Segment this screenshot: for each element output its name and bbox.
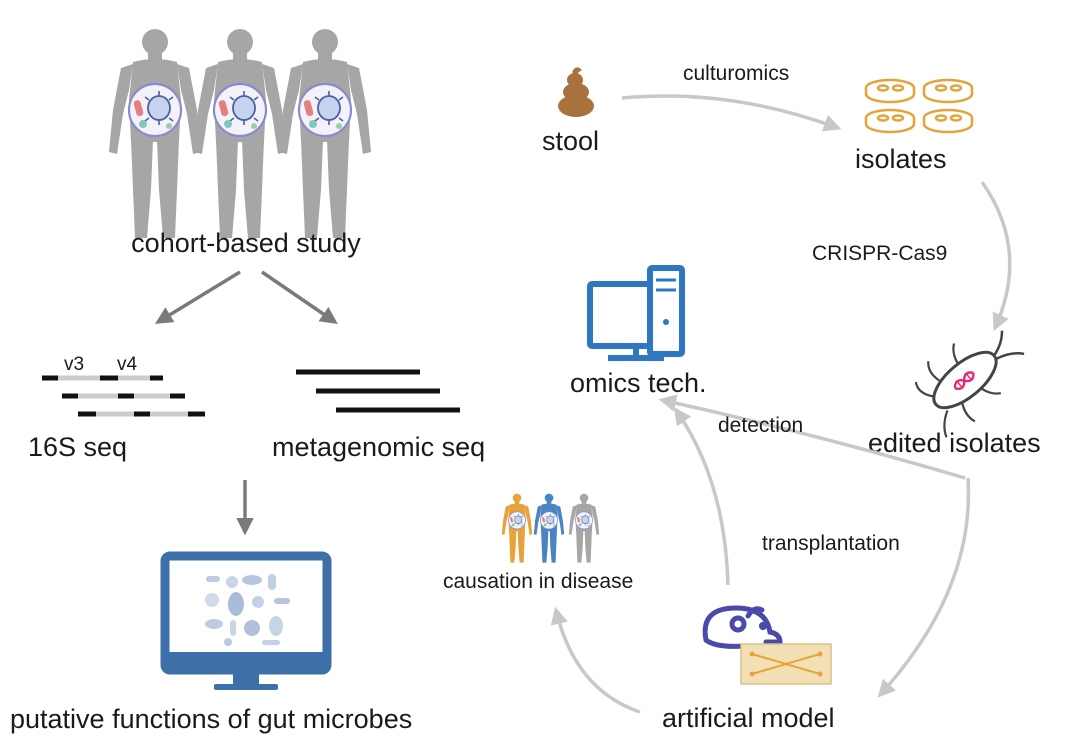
arrow-crispr	[980, 180, 1012, 332]
omics-tech-label: omics tech.	[570, 368, 707, 398]
v4-label: v4	[117, 354, 138, 375]
cohort-humans-group	[109, 29, 371, 238]
crispr-label: CRISPR-Cas9	[812, 242, 947, 265]
human-icon-orange	[501, 493, 533, 563]
16s-seq-label: 16S seq	[28, 432, 127, 462]
petri-dishes-icon	[864, 78, 974, 134]
metagenomic-reads-icon	[296, 369, 460, 413]
human-icon-3	[279, 29, 371, 238]
cohort-study-label: cohort-based study	[131, 228, 361, 258]
causation-humans-group	[501, 493, 600, 563]
16s-reads-icon	[42, 375, 205, 417]
monitor-icon	[160, 551, 332, 690]
stool-label: stool	[542, 126, 599, 156]
edited-isolates-label: edited isolates	[868, 428, 1041, 458]
human-icon-gray	[568, 493, 600, 563]
microbes-cluster-icon	[205, 574, 290, 646]
arrow-detection	[658, 394, 966, 480]
arrow-transplantation	[877, 477, 971, 698]
artificial-model-label: artificial model	[662, 703, 835, 733]
v3-label: v3	[64, 354, 84, 375]
organ-chip-icon	[740, 643, 832, 685]
causation-label: causation in disease	[443, 570, 633, 593]
arrow-to-16s	[155, 270, 241, 324]
mouse-icon	[702, 605, 783, 649]
culturomics-label: culturomics	[683, 62, 789, 85]
arrow-to-metagenomic	[261, 270, 338, 324]
transplantation-label: transplantation	[762, 532, 900, 555]
edited-bacterium-icon	[914, 330, 1025, 438]
computer-icon	[587, 265, 685, 361]
human-icon-2	[194, 29, 286, 238]
human-icon-1	[109, 29, 201, 238]
isolates-label: isolates	[855, 144, 947, 174]
human-icon-blue	[533, 493, 565, 563]
arrow-culturomics	[621, 94, 842, 132]
stool-icon	[558, 67, 594, 117]
metagenomic-seq-label: metagenomic seq	[272, 432, 485, 462]
arrow-model-to-causation	[550, 606, 641, 714]
arrow-model-to-omics	[673, 407, 730, 586]
detection-label: detection	[718, 414, 803, 437]
putative-functions-label: putative functions of gut microbes	[10, 704, 412, 734]
